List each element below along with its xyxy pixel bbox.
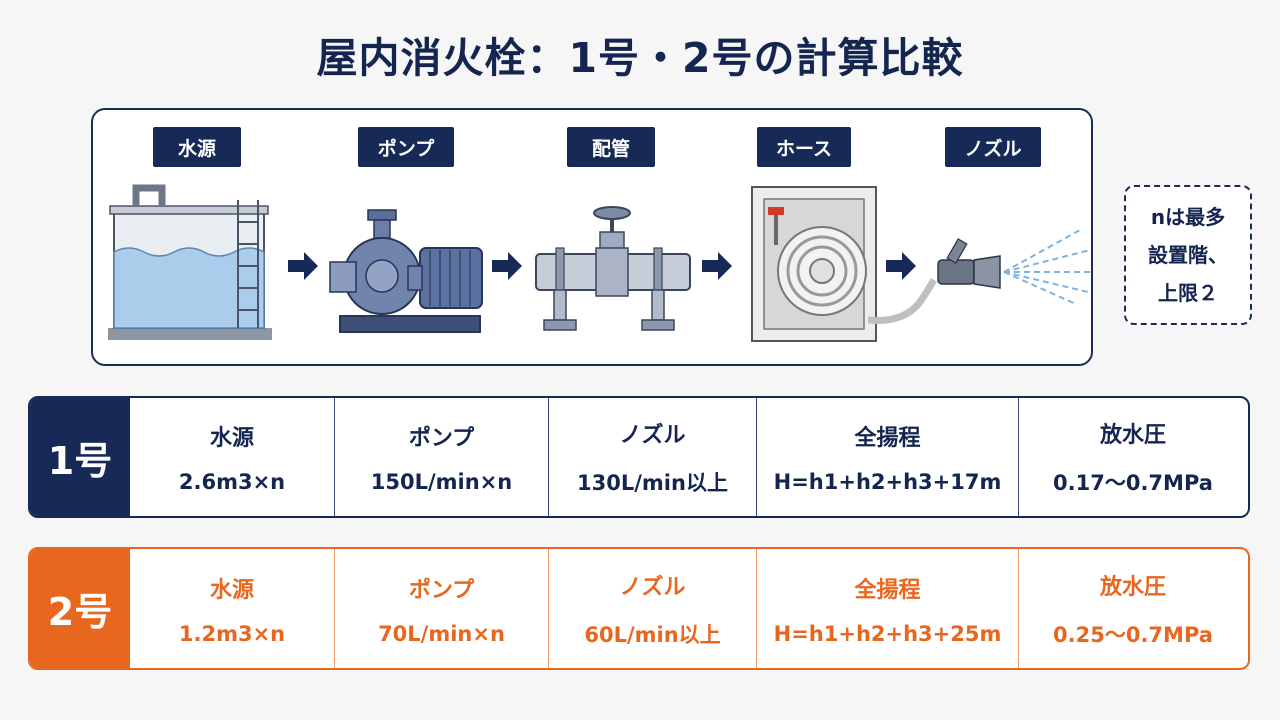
- note-box: nは最多 設置階、 上限２: [1124, 185, 1252, 325]
- page-title: 屋内消火栓：1号・2号の計算比較: [316, 34, 964, 82]
- row-label: 1号: [30, 398, 130, 516]
- spec-cell-total-head: 全揚程 H=h1+h2+h3+17m: [756, 398, 1018, 516]
- cell-header: 水源: [209, 426, 254, 451]
- cell-value: H=h1+h2+h3+25m: [773, 621, 1002, 646]
- stage-label-hose: ホース: [757, 127, 851, 167]
- spec-cell-total-head: 全揚程 H=h1+h2+h3+25m: [756, 549, 1018, 668]
- water-tank-icon: [108, 184, 272, 340]
- spec-cell-water-source: 水源 1.2m3×n: [130, 549, 334, 668]
- spec-cell-discharge-pressure: 放水圧 0.17～0.7MPa: [1018, 398, 1247, 516]
- hose-cabinet-icon: [751, 186, 877, 342]
- flow-arrow-icon: [702, 252, 732, 280]
- pump-icon: [329, 209, 483, 333]
- flow-arrow-icon: [492, 252, 522, 280]
- stage-label-pump: ポンプ: [358, 127, 454, 167]
- spec-row-type1: 1号 水源 2.6m3×n ポンプ 150L/min×n ノズル 130L/mi…: [28, 396, 1250, 518]
- cell-header: 全揚程: [854, 426, 921, 451]
- cell-value: 0.25～0.7MPa: [1053, 622, 1213, 647]
- spec-cell-pump: ポンプ 70L/min×n: [334, 549, 548, 668]
- stage-label-water-source: 水源: [153, 127, 241, 167]
- flow-arrow-icon: [288, 252, 318, 280]
- spec-cell-nozzle: ノズル 60L/min以上: [548, 549, 756, 668]
- cell-header: ノズル: [619, 423, 686, 448]
- cell-header: 全揚程: [854, 577, 921, 603]
- cell-header: 放水圧: [1099, 574, 1166, 600]
- cell-value: 2.6m3×n: [178, 470, 286, 494]
- cell-value: 60L/min以上: [584, 622, 721, 647]
- spec-row-type2: 2号 水源 1.2m3×n ポンプ 70L/min×n ノズル 60L/min以…: [28, 547, 1250, 670]
- cell-header: ポンプ: [408, 426, 475, 451]
- cell-value: 130L/min以上: [577, 471, 728, 495]
- flow-arrow-icon: [886, 252, 916, 280]
- row-label: 2号: [30, 549, 130, 668]
- cell-value: 0.17～0.7MPa: [1053, 471, 1213, 495]
- stage-label-piping: 配管: [567, 127, 655, 167]
- cell-header: 放水圧: [1099, 423, 1166, 448]
- cell-header: ノズル: [619, 574, 686, 600]
- hose-line: [868, 278, 937, 324]
- spec-cell-discharge-pressure: 放水圧 0.25～0.7MPa: [1018, 549, 1247, 668]
- cell-value: 1.2m3×n: [178, 621, 286, 646]
- spec-cell-water-source: 水源 2.6m3×n: [130, 398, 334, 516]
- stage-label-nozzle: ノズル: [945, 127, 1041, 167]
- cell-value: 150L/min×n: [370, 470, 513, 494]
- spec-cell-pump: ポンプ 150L/min×n: [334, 398, 548, 516]
- piping-valve-icon: [535, 206, 691, 331]
- nozzle-spray-icon: [937, 229, 1094, 305]
- cell-value: H=h1+h2+h3+17m: [773, 470, 1002, 494]
- cell-header: ポンプ: [408, 577, 475, 603]
- cell-header: 水源: [209, 577, 254, 603]
- cell-value: 70L/min×n: [378, 621, 505, 646]
- spec-cell-nozzle: ノズル 130L/min以上: [548, 398, 756, 516]
